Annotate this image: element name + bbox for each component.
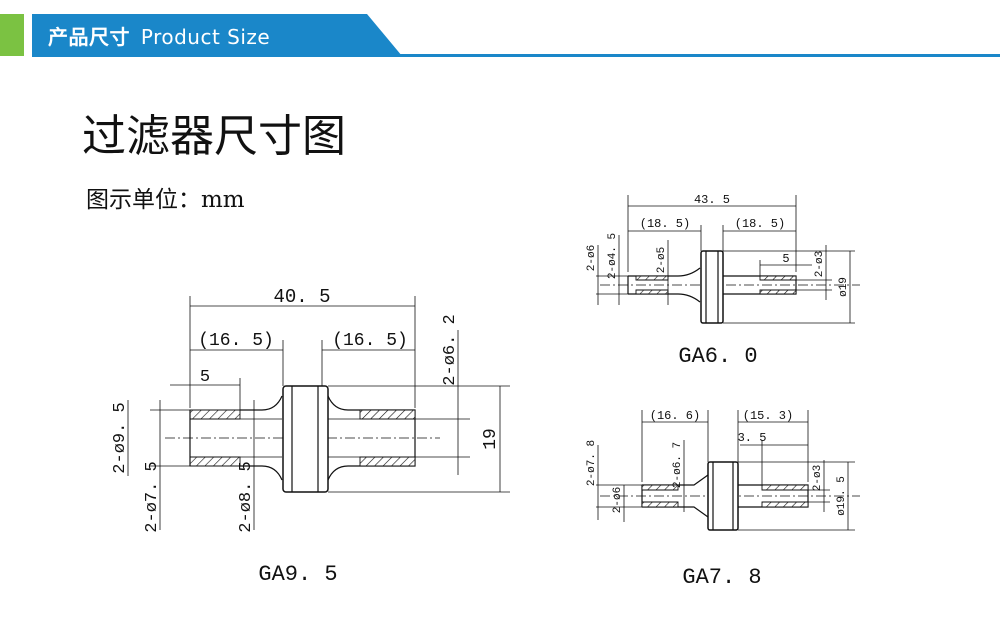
ga60-dim-hole: 2-ø3 [814, 251, 826, 277]
ga78-filter-body [707, 461, 739, 531]
ga60-right-stem [723, 275, 797, 295]
ga60-right-wall-bottom [759, 289, 797, 295]
ga95-dim-hole: 2-ø6. 2 [441, 314, 460, 385]
ga95-dim-overall: 40. 5 [273, 286, 330, 308]
ga60-left-wall-bottom [635, 289, 669, 295]
section-title-cn: 产品尺寸 [48, 25, 130, 49]
ga95-dim-port-id: 2-ø7. 5 [143, 461, 162, 532]
ga78-dim-body: ø19. 5 [836, 476, 848, 516]
drawing-ga95: 40. 5 (16. 5) (16. 5) 5 2-ø9. 5 2-ø7. 5 … [111, 286, 510, 587]
ga95-dim-body: 19 [481, 428, 501, 450]
header-tab [32, 14, 402, 56]
ga60-dim-id: 2-ø4. 5 [607, 233, 619, 279]
section-title: 产品尺寸 Product Size [48, 21, 270, 50]
drawing-ga60: 43. 5 (18. 5) (18. 5) 5 2-ø6 2-ø4. 5 2-ø… [586, 193, 860, 369]
unit-label: 图示单位：mm [86, 187, 245, 213]
ga95-left-wall-bottom [189, 456, 241, 467]
ga95-filter-body [282, 385, 329, 493]
ga78-dim-hole: 2-ø3 [812, 465, 824, 491]
ga60-dim-od: 2-ø6 [586, 245, 598, 271]
ga95-dim-left: (16. 5) [198, 331, 274, 351]
ga95-dim-right: (16. 5) [332, 331, 408, 351]
ga60-dim-right: (18. 5) [735, 217, 785, 231]
ga60-filter-body [700, 250, 724, 324]
ga78-caption: GA7. 8 [682, 565, 761, 590]
ga78-dim-neck: 2-ø6. 7 [672, 442, 684, 488]
ga95-right-wall-bottom [359, 456, 416, 467]
ga78-dim-left: (16. 6) [650, 409, 700, 423]
ga60-dim-barb: 5 [782, 252, 789, 266]
ga78-dim-id: 2-ø6 [612, 487, 624, 513]
ga60-left-stem [627, 267, 701, 303]
ga95-left-wall-top [189, 409, 241, 420]
drawing-ga78: (16. 6) (15. 3) 3. 5 2-ø7. 8 2-ø6 2-ø6. … [586, 409, 860, 590]
section-title-en: Product Size [140, 25, 271, 49]
ga95-dim-barb: 5 [200, 368, 210, 387]
ga60-caption: GA6. 0 [678, 344, 757, 369]
ga95-dim-port-od: 2-ø9. 5 [111, 402, 130, 473]
ga78-right-wall-bottom [761, 501, 809, 508]
ga60-dim-neck: 2-ø5 [656, 247, 668, 273]
ga95-right-wall-top [359, 409, 416, 420]
header-underline [32, 54, 1000, 57]
ga95-dim-neck: 2-ø8. 5 [237, 461, 256, 532]
ga60-right-wall-top [759, 275, 797, 281]
ga78-right-wall-top [761, 484, 809, 491]
ga78-dim-od: 2-ø7. 8 [586, 440, 598, 486]
ga60-dim-left: (18. 5) [640, 217, 690, 231]
ga95-right-stem [327, 395, 416, 481]
ga60-dim-body: ø19 [838, 277, 850, 297]
header-accent-block [0, 14, 24, 56]
ga78-dim-barb: 3. 5 [738, 431, 767, 445]
ga78-left-wall-top [641, 484, 679, 491]
ga78-left-wall-bottom [641, 501, 679, 508]
ga95-caption: GA9. 5 [258, 562, 337, 587]
ga60-left-wall-top [635, 275, 669, 281]
page-title: 过滤器尺寸图 [82, 111, 346, 162]
section-header: 产品尺寸 Product Size [0, 0, 1000, 58]
ga78-dim-right: (15. 3) [743, 409, 793, 423]
ga60-dim-overall: 43. 5 [694, 193, 730, 207]
